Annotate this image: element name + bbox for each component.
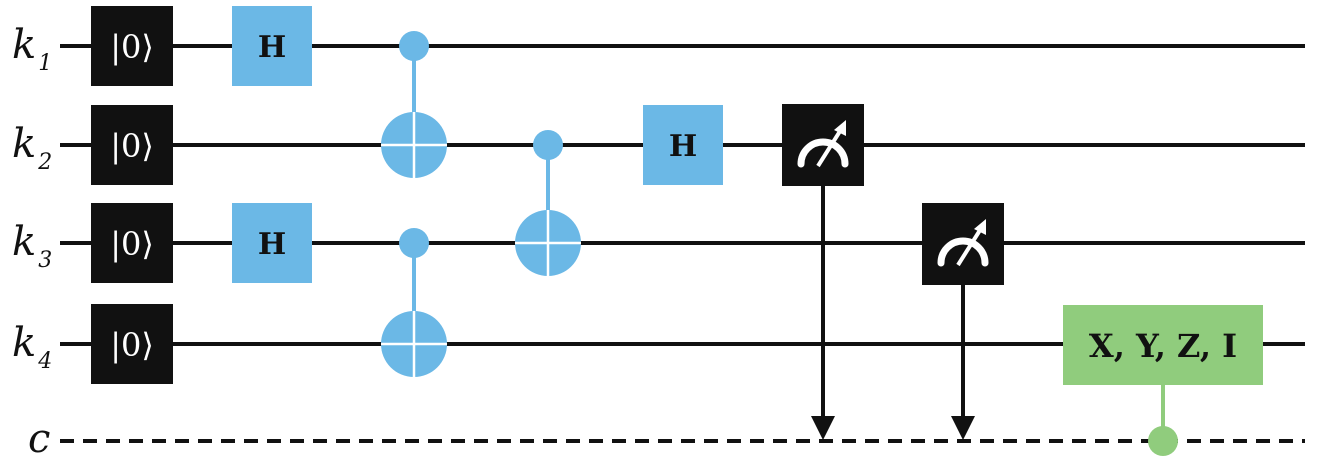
svg-text:|0⟩: |0⟩ [110,127,154,165]
svg-text:X, Y, Z, I: X, Y, Z, I [1089,327,1237,365]
init-box-k2: |0⟩ [91,105,173,185]
xor-target-icon [515,210,581,276]
cnot-k3-k4 [381,228,447,377]
measurement-k3 [922,203,1004,440]
svg-text:|0⟩: |0⟩ [110,326,154,364]
svg-text:|0⟩: |0⟩ [110,225,154,263]
cnot-k1-k2 [381,31,447,178]
svg-text:|0⟩: |0⟩ [110,28,154,66]
svg-text:H: H [669,129,697,164]
control-dot-icon [533,130,563,160]
meter-icon [797,120,849,168]
xor-target-icon [381,112,447,178]
control-dot-icon [399,31,429,61]
hadamard-gate-k3: H [232,203,312,283]
init-box-k1: |0⟩ [91,6,173,86]
svg-text:H: H [258,30,286,65]
svg-text:H: H [258,227,286,262]
control-dot-icon [399,228,429,258]
qubit-label-k2: k2 [12,121,52,175]
qubit-label-k4: k4 [12,320,52,374]
cnot-k2-k3 [515,130,581,276]
measurement-k2 [782,104,864,440]
hadamard-gate-k2: H [643,105,723,185]
classical-label-c: c [28,416,50,462]
meter-icon [937,219,989,267]
qubit-label-k1: k1 [12,22,52,76]
init-box-k3: |0⟩ [91,203,173,283]
hadamard-gate-k1: H [232,6,312,86]
xor-target-icon [381,311,447,377]
classical-control-dot-icon [1148,426,1178,456]
correction-gate-k4: X, Y, Z, I [1063,305,1263,456]
qubit-label-k3: k3 [12,219,52,273]
init-box-k4: |0⟩ [91,304,173,384]
